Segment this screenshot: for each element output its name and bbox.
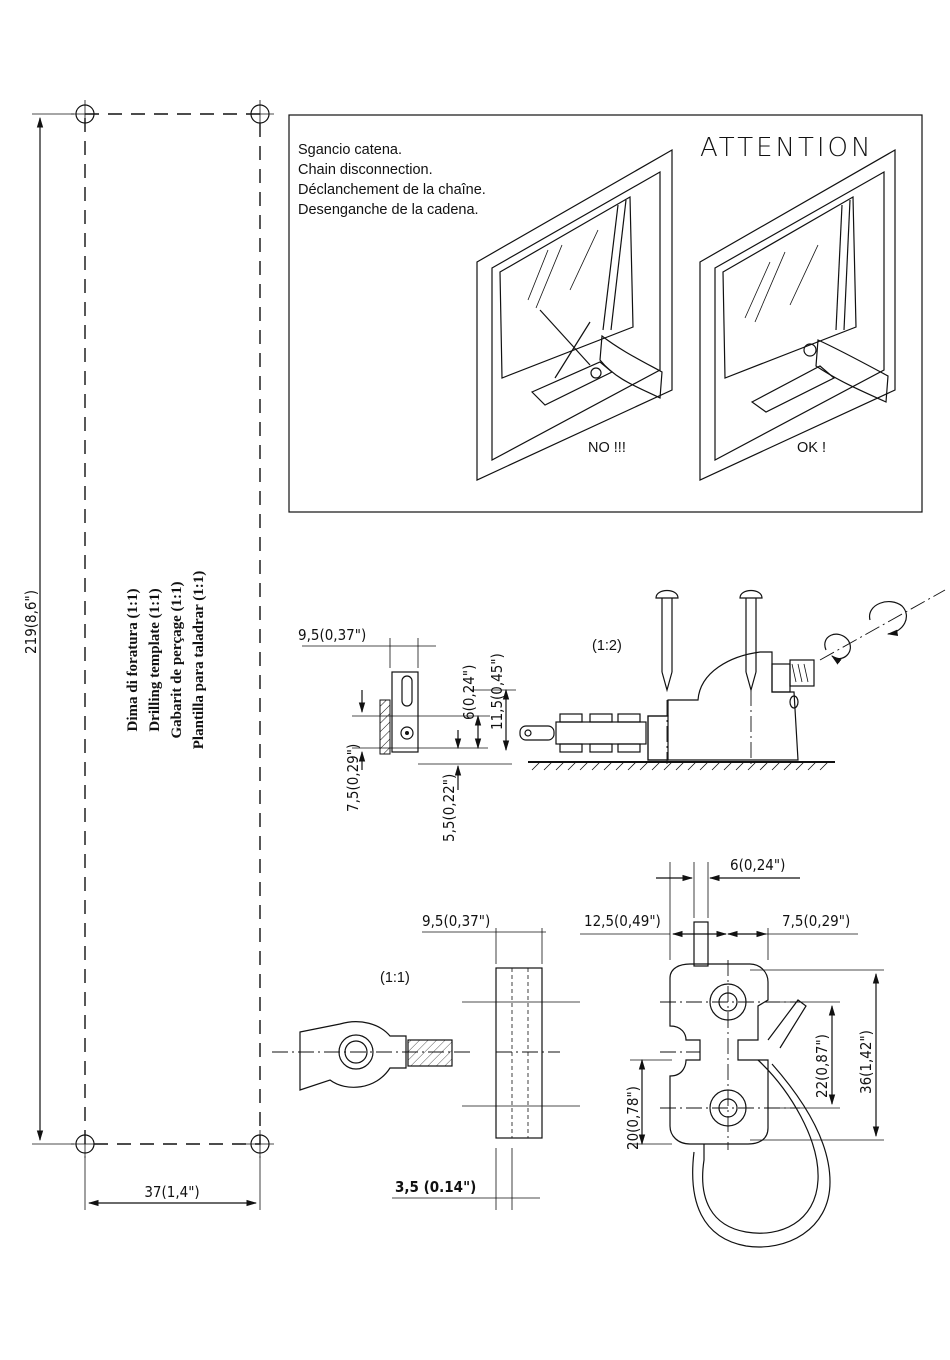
side-dim-5-5: 5,5(0,22") — [440, 774, 458, 842]
wrong-way-label: NO !!! — [588, 440, 626, 456]
chain-link-end — [272, 1021, 470, 1091]
detail-view: (1:1) 9,5(0,37") 3,5 (0.14") 20(0,78") — [272, 856, 884, 1248]
rotation-arrow-icon — [819, 589, 946, 665]
attention-title: ATTENTION — [700, 133, 873, 163]
actuator-body — [647, 651, 815, 761]
drilling-template: 219(8,6") 37(1,4") Dima di foratura (1:1… — [22, 100, 274, 1210]
template-outline — [84, 113, 261, 1145]
detail-dim-20: 20(0,78") — [624, 1086, 642, 1150]
attention-line-es: Desenganche de la cadena. — [298, 202, 479, 218]
height-dimension-label: 219(8,6") — [22, 590, 40, 654]
illustration-right-way: OK ! — [699, 148, 896, 481]
template-label-it: Dima di foratura (1:1) — [125, 589, 141, 732]
width-dimension-label: 37(1,4") — [144, 1183, 199, 1201]
detail-dim-bar-width: 9,5(0,37") — [422, 912, 490, 930]
side-dim-11-5: 11,5(0,45") — [488, 653, 506, 730]
detail-dim-36: 36(1,42") — [857, 1030, 875, 1094]
attention-line-fr: Déclanchement de la chaîne. — [298, 182, 486, 198]
template-label-es: Plantilla para taladrar (1:1) — [191, 571, 207, 749]
drill-hole-bottom-left — [71, 1130, 99, 1158]
template-label-en: Drilling template (1:1) — [147, 588, 163, 731]
bracket-hole — [400, 726, 414, 740]
detail-dim-thickness: 3,5 (0.14") — [395, 1178, 476, 1196]
bracket-bar — [495, 967, 543, 1139]
drill-hole-bottom-right — [246, 1130, 274, 1158]
attention-line-en: Chain disconnection. — [298, 162, 433, 178]
side-view-scale: (1:2) — [592, 638, 622, 654]
detail-dim-6: 6(0,24") — [730, 856, 785, 874]
screw-left — [655, 589, 679, 693]
right-way-label: OK ! — [797, 440, 826, 456]
side-dim-6: 6(0,24") — [460, 665, 478, 720]
wall-section — [379, 699, 391, 755]
attention-panel: ATTENTION Sgancio catena. Chain disconne… — [288, 114, 923, 513]
detail-dim-12-5: 12,5(0,49") — [584, 912, 661, 930]
detail-view-scale: (1:1) — [380, 970, 410, 986]
chain — [519, 713, 647, 753]
side-dim-width: 9,5(0,37") — [298, 626, 366, 644]
attention-line-it: Sgancio catena. — [298, 142, 402, 158]
drill-hole-top-right — [246, 100, 274, 128]
template-label-fr: Gabarit de perçage (1:1) — [169, 581, 185, 738]
illustration-wrong-way: NO !!! — [476, 148, 673, 481]
bracket-plate — [660, 921, 831, 1248]
screw-right — [739, 589, 763, 693]
detail-dim-7-5: 7,5(0,29") — [782, 912, 850, 930]
detail-dim-22: 22(0,87") — [813, 1034, 831, 1098]
side-dim-bracket-height: 7,5(0,29") — [344, 744, 362, 812]
attention-frame — [288, 114, 923, 513]
side-view: (1:2) 9,5(0,37") 7,5(0,29") 6(0,24") 11,… — [298, 589, 946, 842]
bracket-body — [391, 671, 419, 753]
drill-hole-top-left — [71, 100, 99, 128]
